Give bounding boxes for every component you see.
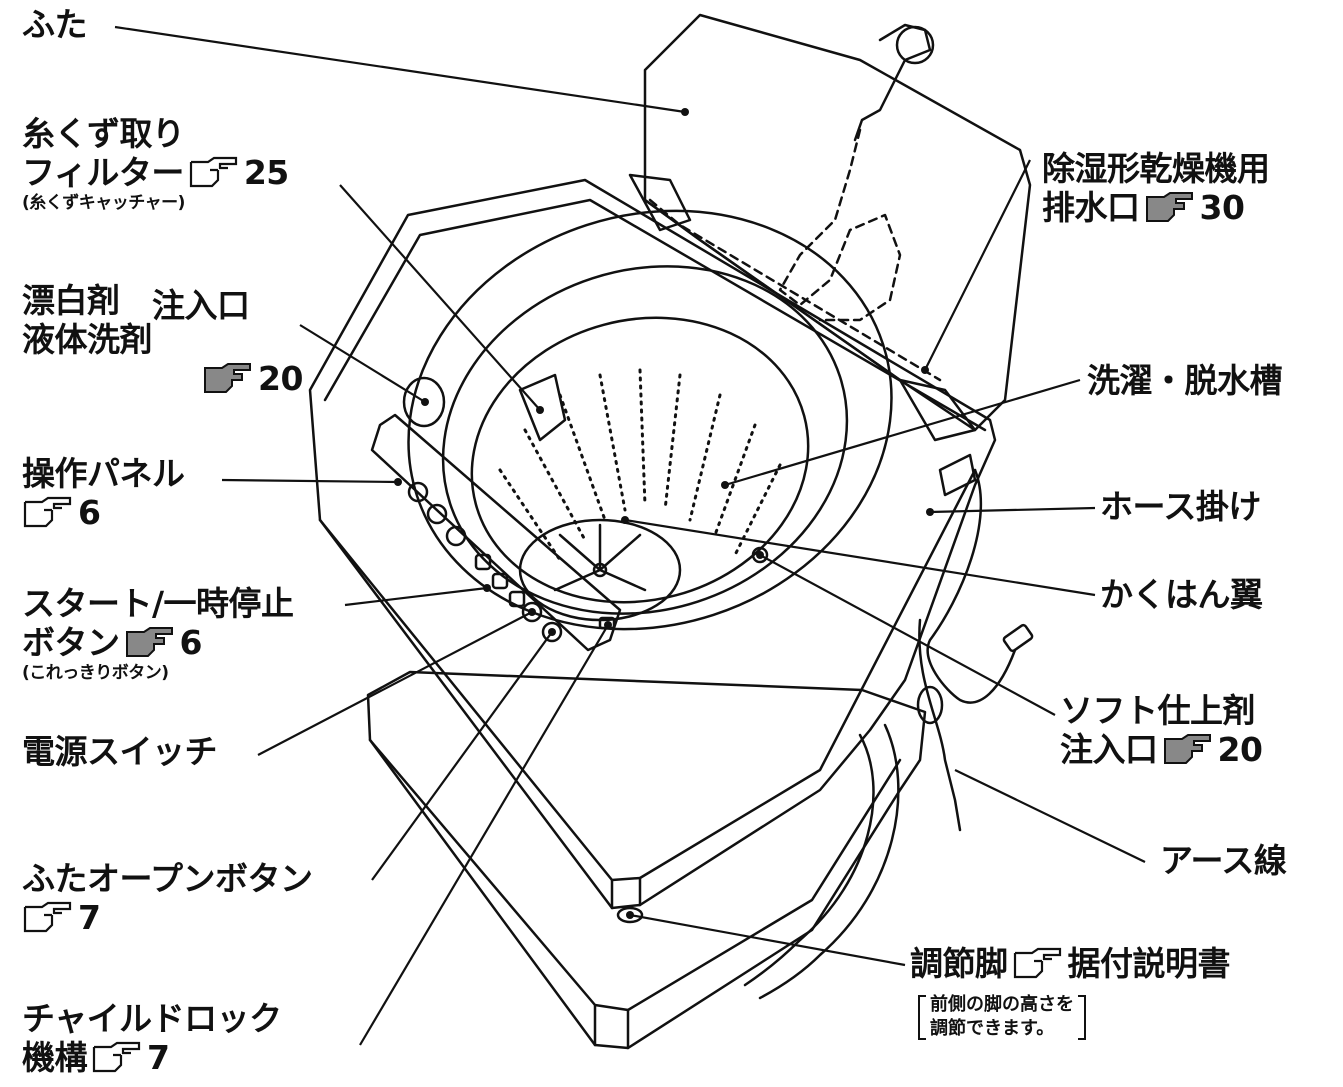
bracket-right xyxy=(1078,995,1086,1040)
pointing-hand-filled-icon xyxy=(1145,192,1193,223)
tub-rim xyxy=(407,209,893,631)
faucet xyxy=(853,23,932,142)
adjustable-leg-note: 前側の脚の高さを 調節できます。 xyxy=(918,993,1086,1042)
pointing-hand-icon xyxy=(23,902,72,933)
power-cord xyxy=(926,468,1017,704)
label-power-switch: 電源スイッチ xyxy=(22,732,218,771)
agitator-pulsator xyxy=(518,518,682,622)
pointing-hand-icon xyxy=(1013,948,1061,979)
label-agitator: かくはん翼 xyxy=(1100,575,1263,614)
bracket-left xyxy=(918,995,926,1040)
label-hose-hook: ホース掛け xyxy=(1100,487,1261,526)
pointing-hand-icon xyxy=(23,497,72,528)
label-bleach-detergent-inlet: 漂白剤 液体洗剤 注入口 20 xyxy=(22,281,303,398)
label-lint-filter: 糸くず取り フィルター 25 (糸くずキャッチャー) xyxy=(22,114,289,213)
label-softener-inlet: ソフト仕上剤 注入口 20 xyxy=(1060,691,1263,769)
label-lid: ふた xyxy=(22,5,88,44)
pointing-hand-icon xyxy=(189,157,237,188)
label-child-lock: チャイルドロック 機構 7 xyxy=(22,999,282,1077)
label-ground-wire: アース線 xyxy=(1160,841,1287,880)
control-panel xyxy=(370,413,622,652)
label-control-panel: 操作パネル 6 xyxy=(22,454,185,532)
drain-hose xyxy=(743,733,875,987)
label-wash-spin-tub: 洗濯・脱水槽 xyxy=(1087,361,1283,400)
base-tray xyxy=(366,670,927,1050)
label-start-pause-button: スタート/一時停止 ボタン 6 (これっきりボタン) xyxy=(22,584,294,683)
label-lid-open-button: ふたオープンボタン 7 xyxy=(22,859,313,937)
label-dryer-drain-port: 除湿形乾燥機用 排水口 30 xyxy=(1042,149,1270,227)
pointing-hand-filled-icon xyxy=(125,627,173,658)
ground-wire xyxy=(918,618,962,832)
pointing-hand-filled-icon xyxy=(204,363,251,394)
pointing-hand-icon xyxy=(92,1042,141,1073)
pointing-hand-filled-icon xyxy=(1163,734,1211,765)
label-adjustable-leg: 調節脚 据付説明書 xyxy=(910,944,1230,983)
